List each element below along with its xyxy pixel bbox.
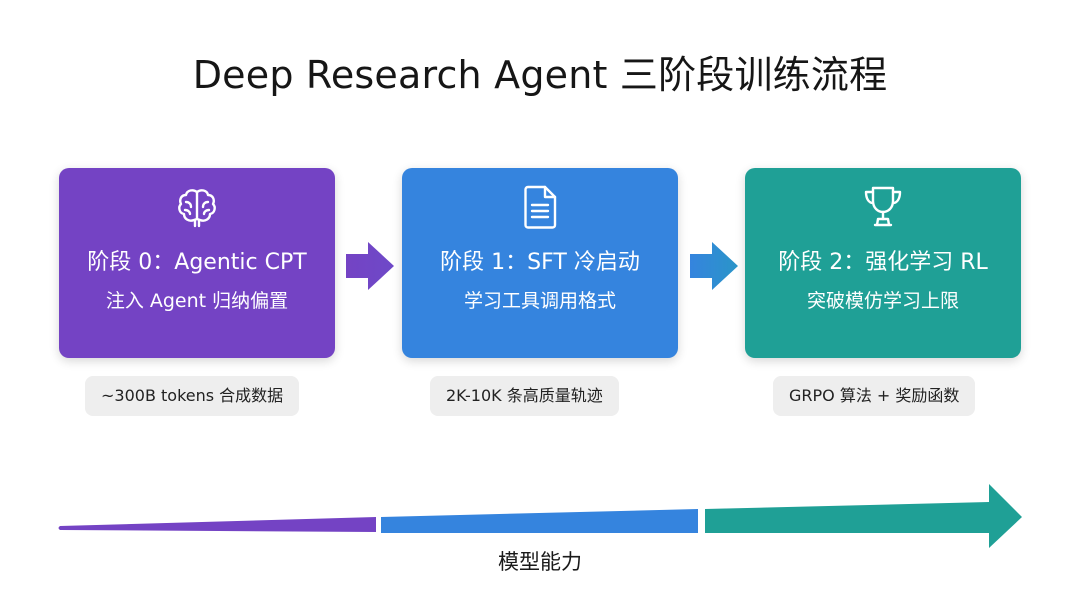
stage-0-note: ~300B tokens 合成数据 — [85, 376, 300, 416]
capability-progress-arrow — [58, 484, 1022, 548]
stage-1-subtitle: 学习工具调用格式 — [463, 290, 616, 312]
stage-0-title: 阶段 0：Agentic CPT — [87, 250, 307, 275]
trophy-icon — [745, 182, 1021, 232]
diagram-title: Deep Research Agent 三阶段训练流程 — [192, 53, 888, 97]
stage-0-subtitle: 注入 Agent 归纳偏置 — [105, 290, 289, 312]
stage-2-title: 阶段 2：强化学习 RL — [778, 250, 988, 275]
stage-2-card: 阶段 2：强化学习 RL 突破模仿学习上限 — [745, 168, 1021, 358]
stage-1-title: 阶段 1：SFT 冷启动 — [440, 250, 640, 275]
progress-segment-2 — [705, 484, 1022, 548]
stage-0-card: 阶段 0：Agentic CPT 注入 Agent 归纳偏置 — [59, 168, 335, 358]
stage-1-to-2-arrow — [690, 242, 738, 290]
progress-segment-0 — [58, 517, 376, 532]
stage-1-card: 阶段 1：SFT 冷启动 学习工具调用格式 — [402, 168, 678, 358]
capability-axis-label: 模型能力 — [498, 550, 582, 574]
stage-2-subtitle: 突破模仿学习上限 — [806, 290, 959, 312]
stage-1-note: 2K-10K 条高质量轨迹 — [430, 376, 619, 416]
document-icon — [402, 182, 678, 232]
brain-icon — [59, 182, 335, 232]
stage-2-note: GRPO 算法 + 奖励函数 — [773, 376, 976, 416]
stage-0-to-1-arrow — [346, 242, 394, 290]
progress-segment-1 — [381, 509, 698, 533]
